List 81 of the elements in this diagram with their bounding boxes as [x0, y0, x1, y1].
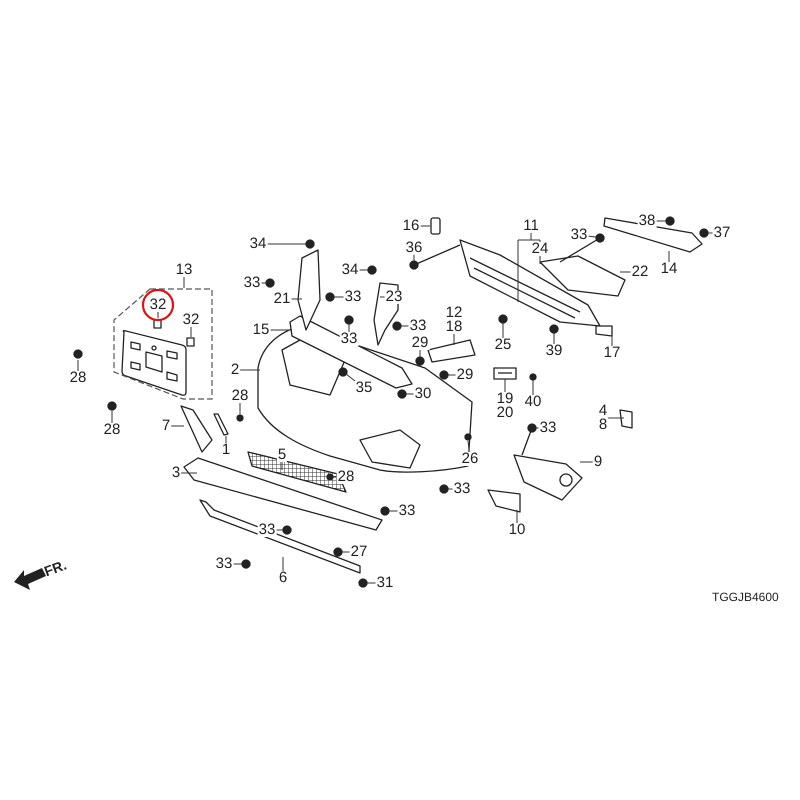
leader-line: [334, 296, 344, 298]
callout-number: 28: [104, 423, 120, 437]
callout-number: 17: [604, 346, 620, 360]
leader-line: [588, 236, 596, 238]
assembly-outline: [113, 288, 213, 400]
callout-number: 11: [523, 219, 539, 233]
leader-line: [388, 510, 398, 512]
callout-number: 33: [398, 504, 416, 518]
callout-number: 25: [494, 338, 512, 352]
leader-line: [348, 324, 350, 332]
leader-line: [468, 440, 470, 452]
leader-line: [448, 374, 456, 376]
callout-number: 29: [456, 368, 474, 382]
callout-number: 29: [412, 336, 428, 350]
callout-number: 8: [598, 418, 608, 432]
leader-line: [656, 220, 666, 222]
callout-number: 39: [546, 344, 562, 358]
callout-number: 24: [532, 242, 548, 256]
callout-number: 12: [446, 306, 462, 320]
leader-line: [282, 556, 284, 572]
callout-number: 21: [274, 292, 290, 306]
callout-number: 32: [182, 313, 200, 327]
callout-number: 15: [252, 323, 270, 337]
callout-number: 5: [278, 448, 286, 462]
callout-number: 16: [402, 219, 420, 233]
callout-number: 33: [570, 228, 588, 242]
callout-number: 9: [594, 455, 602, 469]
leader-line: [190, 326, 192, 338]
callout-number: 33: [410, 319, 426, 333]
callout-number: 33: [344, 290, 362, 304]
callout-number: 38: [638, 214, 656, 228]
leader-line: [708, 232, 714, 234]
leader-line: [448, 488, 454, 490]
leader-line: [346, 374, 356, 382]
leader-line: [532, 380, 534, 396]
callout-number: 33: [540, 421, 556, 435]
direction-label: FR.: [42, 556, 69, 580]
callout-number: 28: [70, 371, 86, 385]
leader-line: [518, 232, 540, 302]
callout-number: 31: [376, 576, 394, 590]
callout-number: 28: [338, 470, 354, 484]
callout-number: 30: [414, 387, 432, 401]
callout-number: 36: [406, 241, 422, 255]
callout-number: 34: [342, 263, 358, 277]
leader-line: [366, 582, 376, 584]
callout-number: 33: [454, 482, 470, 496]
callout-number: 18: [446, 320, 462, 334]
callout-number: 27: [350, 545, 368, 559]
callout-number: 10: [508, 523, 526, 537]
callout-number: 4: [598, 404, 608, 418]
callout-number: 34: [250, 237, 266, 251]
callout-number: 13: [176, 263, 192, 277]
leader-line: [290, 298, 302, 300]
callout-number: 33: [216, 557, 232, 571]
callout-number: 40: [524, 395, 542, 409]
callout-number: 22: [632, 265, 648, 279]
callout-number: 3: [172, 466, 180, 480]
callout-number: 32: [150, 298, 166, 312]
callout-number: 14: [660, 262, 678, 276]
leader-line: [332, 476, 338, 478]
callout-number: 28: [232, 389, 248, 403]
leader-line: [504, 378, 506, 392]
callout-number: 33: [258, 523, 276, 537]
callout-number: 1: [222, 443, 230, 457]
callout-number: 35: [356, 381, 372, 395]
leader-line: [380, 296, 386, 298]
leader-line: [502, 322, 504, 338]
callout-number: 23: [386, 290, 402, 304]
part-code: TGGJB4600: [712, 590, 779, 604]
callout-number: 2: [230, 363, 240, 377]
callout-number: 20: [496, 406, 514, 420]
callout-number: 33: [340, 332, 358, 346]
leader-line: [516, 510, 518, 524]
callout-number: 33: [244, 276, 260, 290]
leader-line: [668, 250, 670, 262]
callout-number: 7: [162, 419, 170, 433]
callout-number: 6: [278, 571, 288, 585]
leader-line: [180, 472, 198, 474]
callout-number: 19: [496, 392, 514, 406]
callout-number: 26: [462, 452, 478, 466]
callout-number: 37: [714, 226, 730, 240]
